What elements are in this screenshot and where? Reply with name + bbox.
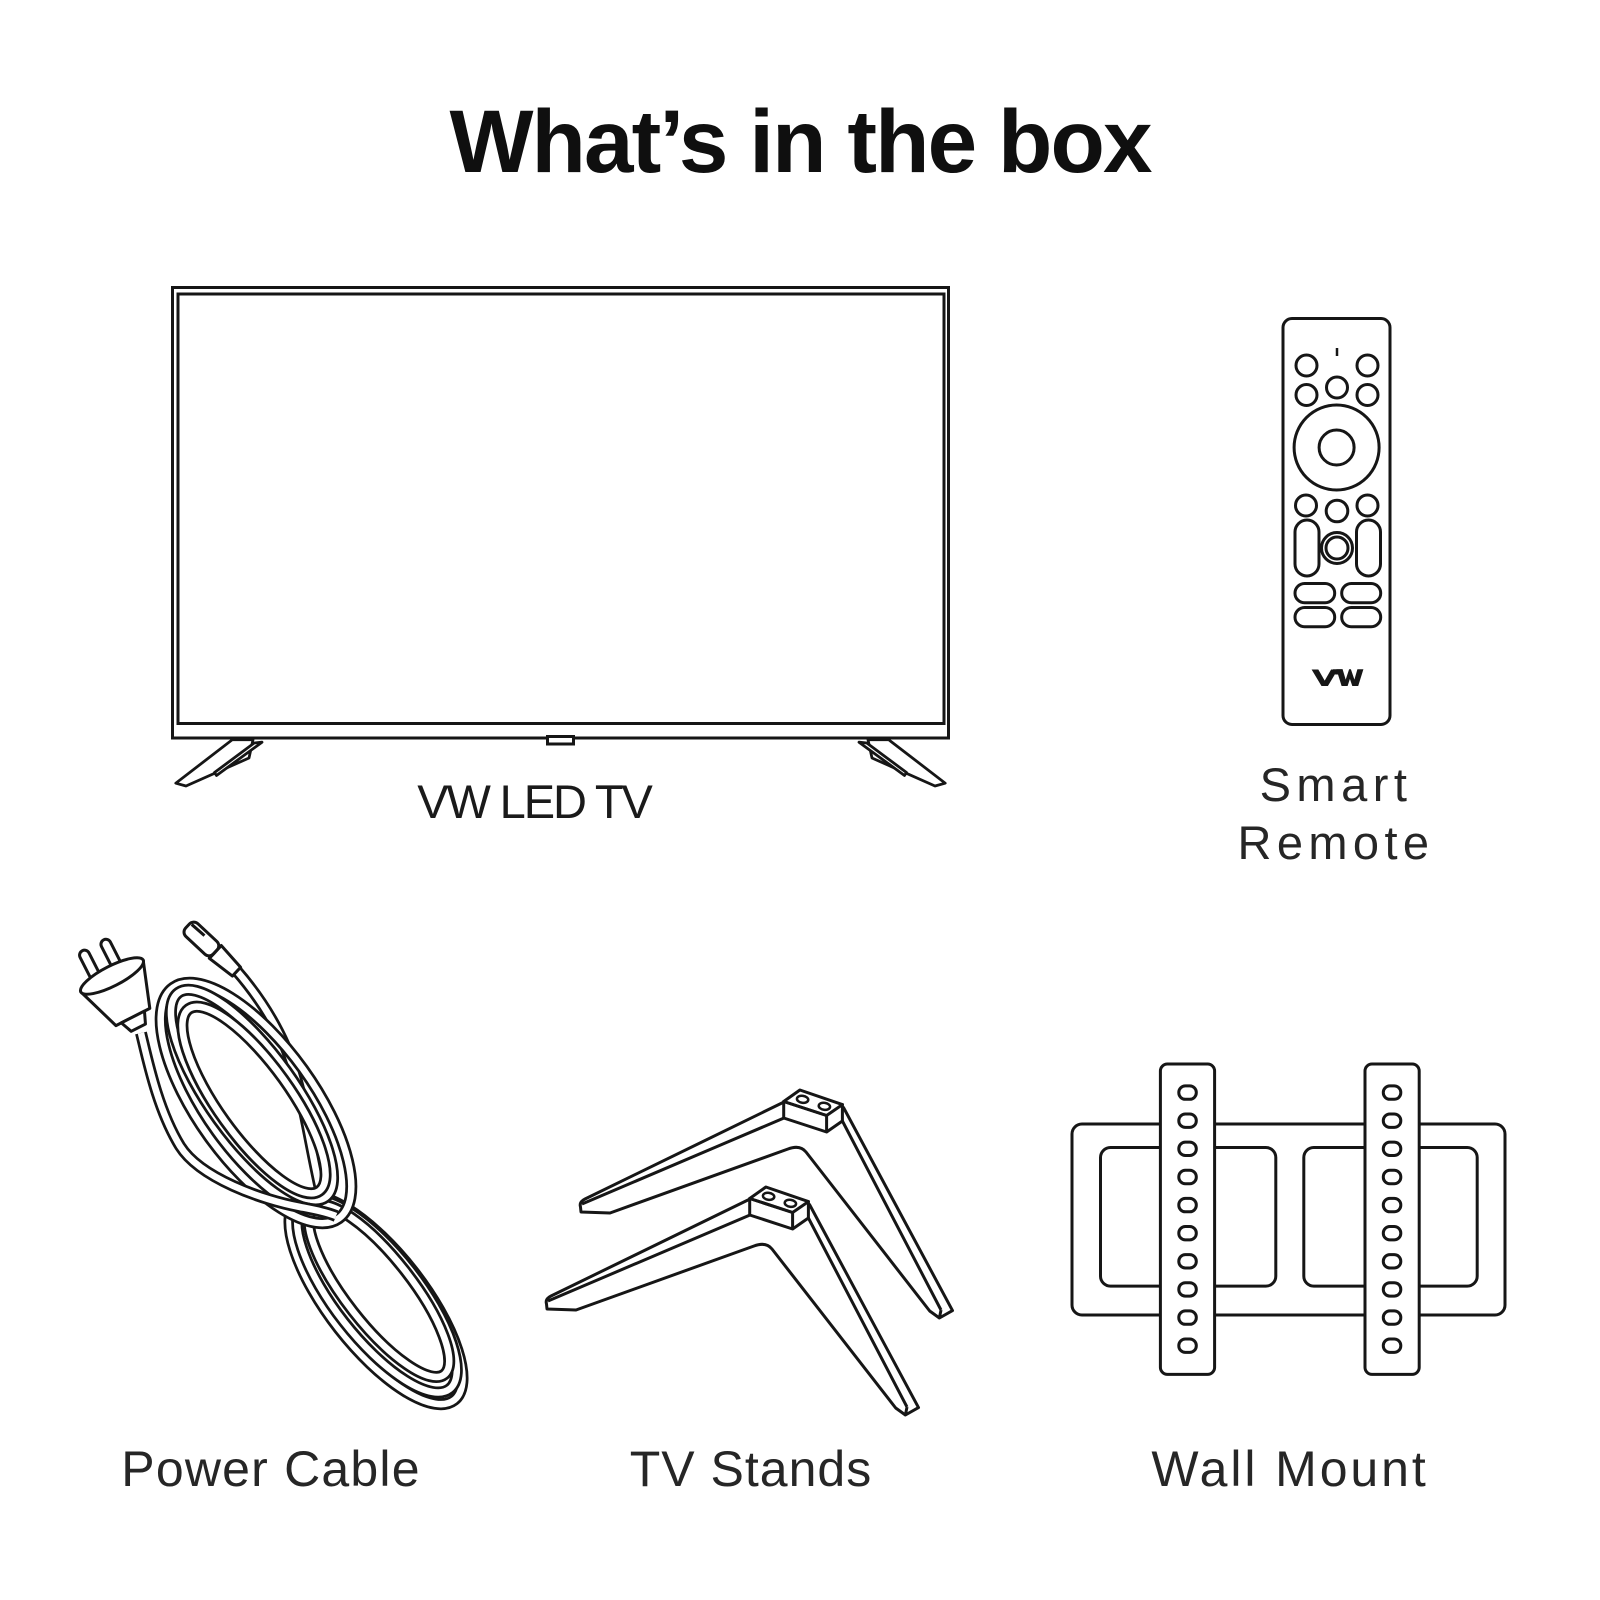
svg-text:VW LED TV: VW LED TV	[417, 775, 653, 828]
svg-text:TV Stands: TV Stands	[630, 1441, 872, 1497]
svg-text:What’s in the box: What’s in the box	[449, 91, 1152, 191]
svg-text:Power Cable: Power Cable	[121, 1441, 420, 1497]
svg-text:Smart: Smart	[1260, 758, 1413, 811]
svg-text:Remote: Remote	[1238, 816, 1435, 869]
svg-text:Wall Mount: Wall Mount	[1151, 1441, 1428, 1497]
